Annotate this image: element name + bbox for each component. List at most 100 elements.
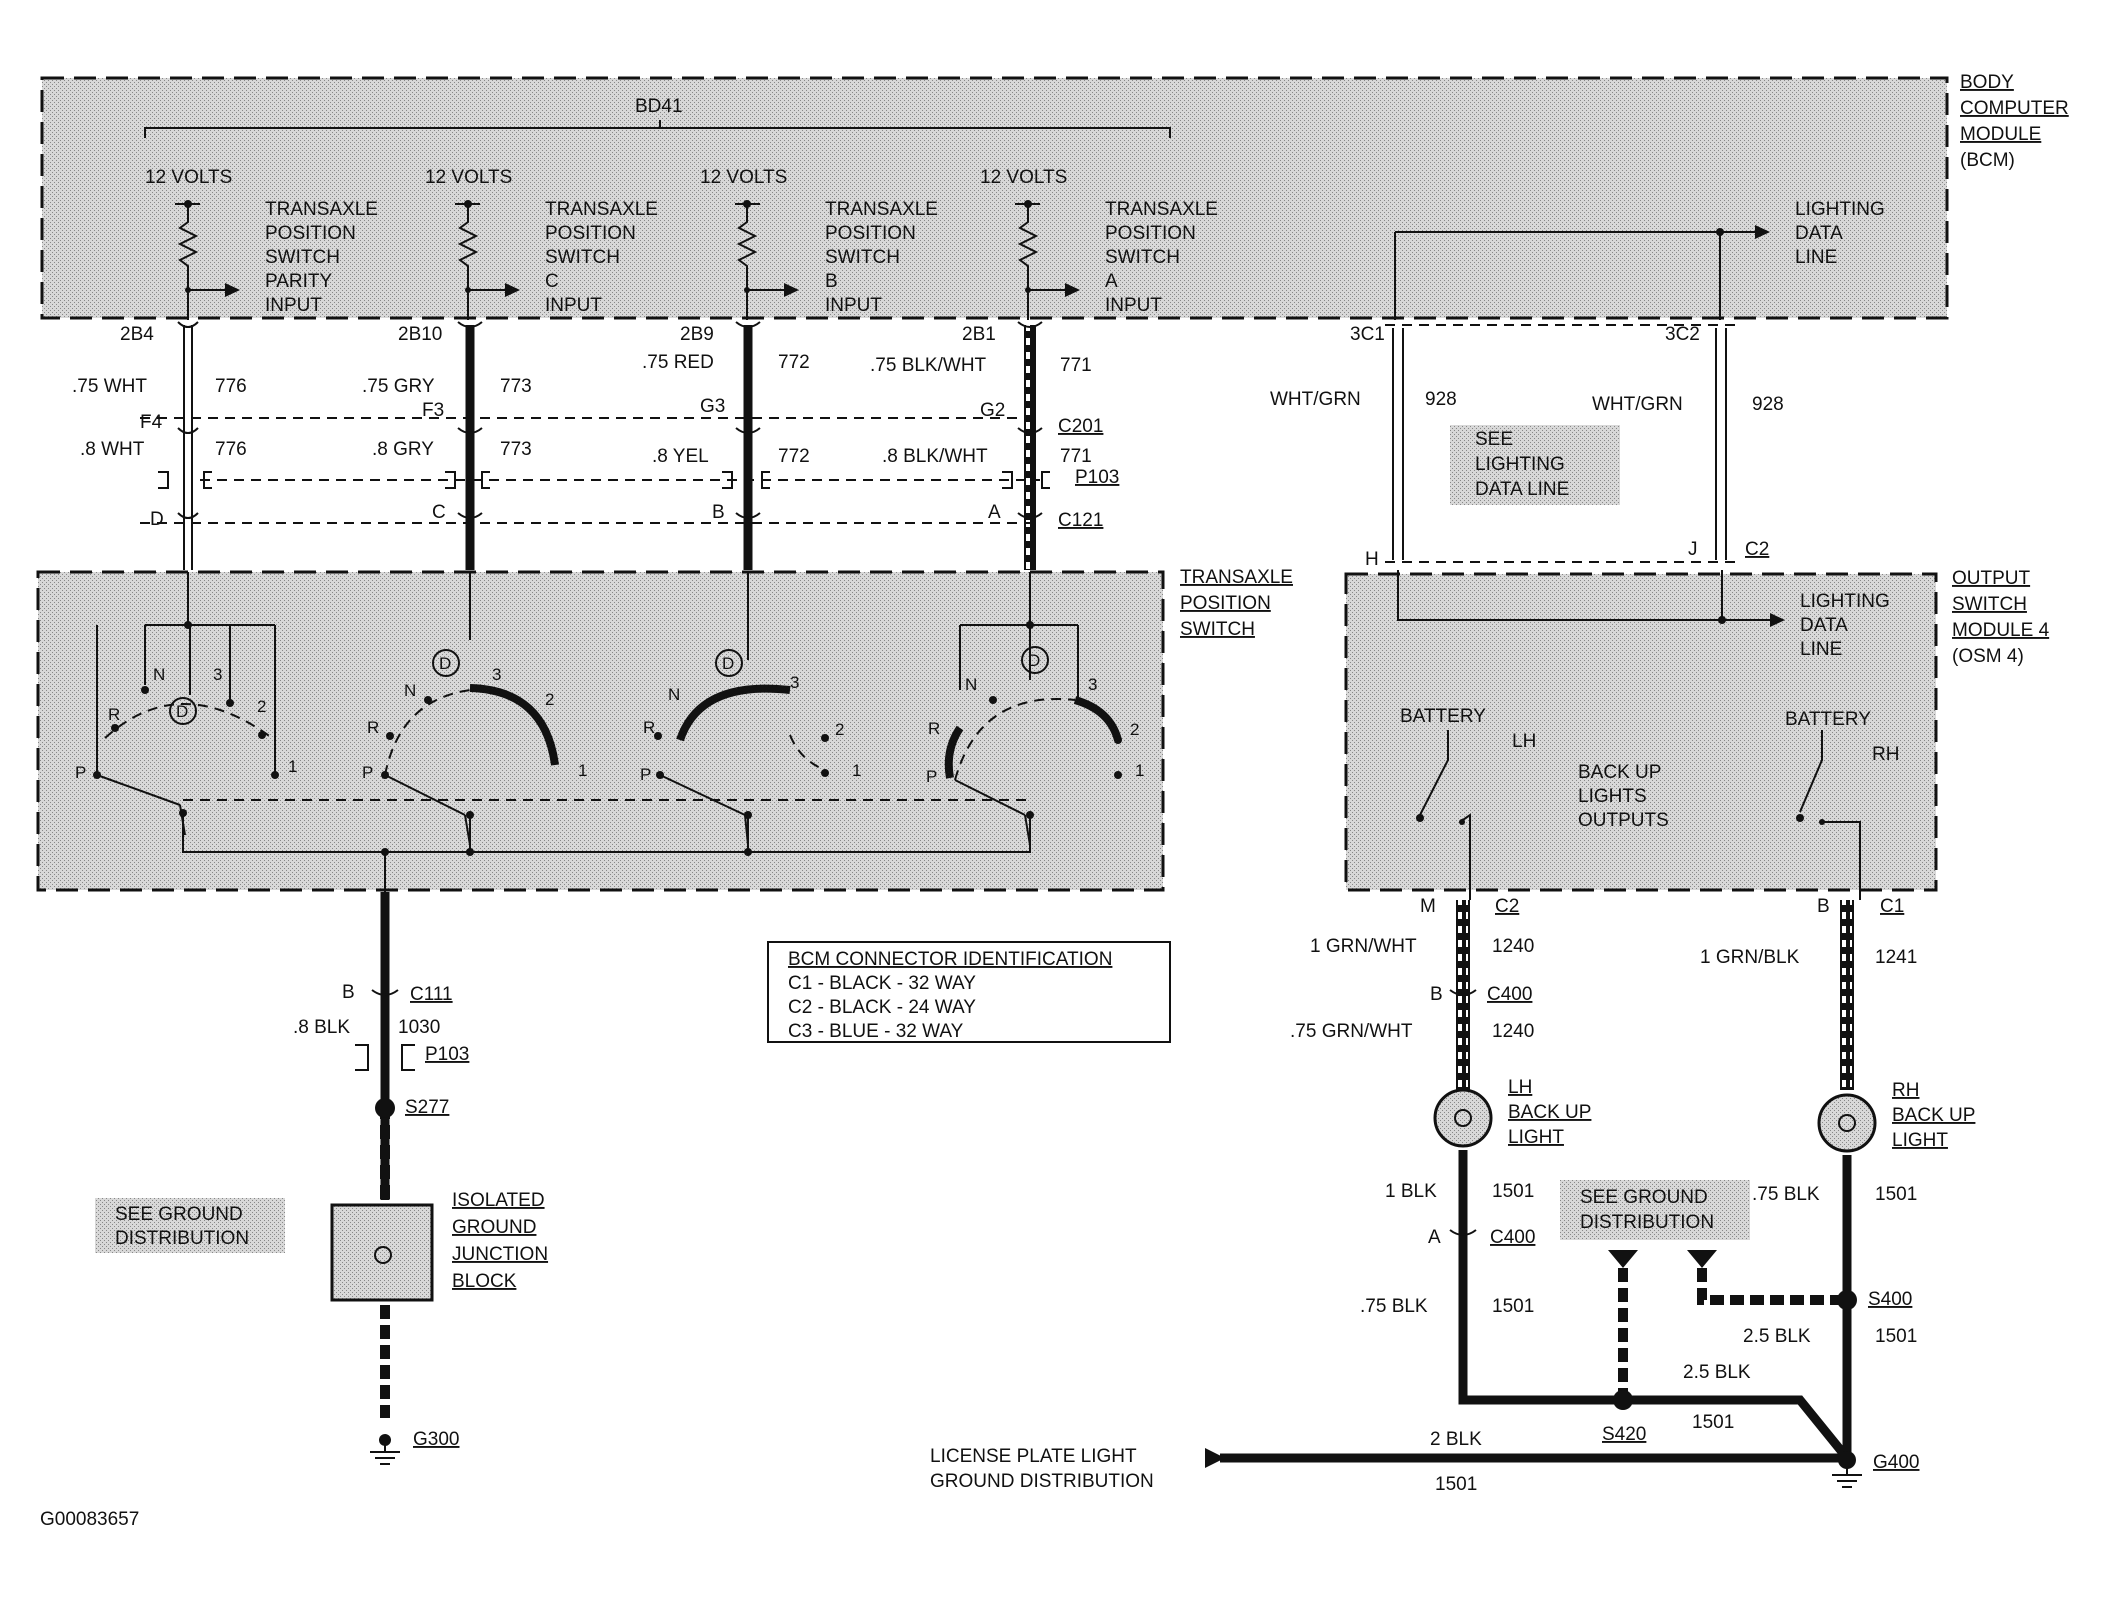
svg-text:SWITCH: SWITCH xyxy=(1105,247,1180,268)
svg-text:772: 772 xyxy=(778,446,810,467)
svg-text:JUNCTION: JUNCTION xyxy=(452,1244,548,1265)
svg-text:.8 BLK: .8 BLK xyxy=(293,1017,350,1038)
svg-text:BATTERY: BATTERY xyxy=(1400,706,1486,727)
svg-text:BACK UP: BACK UP xyxy=(1508,1102,1591,1123)
svg-text:1241: 1241 xyxy=(1875,947,1917,968)
svg-text:C2: C2 xyxy=(1495,896,1519,917)
svg-text:C1 - BLACK - 32 WAY: C1 - BLACK - 32 WAY xyxy=(788,973,976,994)
svg-text:GROUND: GROUND xyxy=(452,1217,536,1238)
svg-text:LH: LH xyxy=(1508,1077,1532,1098)
svg-text:BLOCK: BLOCK xyxy=(452,1271,517,1292)
svg-text:D: D xyxy=(722,654,734,673)
svg-text:RH: RH xyxy=(1872,744,1899,765)
svg-text:776: 776 xyxy=(215,439,247,460)
svg-text:G400: G400 xyxy=(1873,1452,1919,1473)
svg-text:LIGHT: LIGHT xyxy=(1508,1127,1564,1148)
bcm-input-c: 12 VOLTS TRANSAXLE POSITION SWITCH C INP… xyxy=(398,167,658,345)
svg-text:F4: F4 xyxy=(140,412,163,433)
bd41-label: BD41 xyxy=(635,96,683,117)
svg-text:TRANSAXLE: TRANSAXLE xyxy=(825,199,938,220)
connector-lines: C201 P103 C121 xyxy=(140,416,1119,531)
svg-text:SWITCH: SWITCH xyxy=(1180,619,1255,640)
svg-text:D: D xyxy=(1028,651,1040,670)
svg-text:(OSM 4): (OSM 4) xyxy=(1952,646,2024,667)
bcm-connector-id-table: BCM CONNECTOR IDENTIFICATION C1 - BLACK … xyxy=(767,941,1171,1043)
c121-label: C121 xyxy=(1058,510,1103,531)
svg-text:INPUT: INPUT xyxy=(825,295,882,316)
svg-text:R: R xyxy=(108,705,120,724)
svg-text:1030: 1030 xyxy=(398,1017,440,1038)
svg-text:LIGHTING: LIGHTING xyxy=(1800,591,1890,612)
p103-label: P103 xyxy=(1075,467,1119,488)
svg-text:OUTPUTS: OUTPUTS xyxy=(1578,810,1669,831)
svg-text:SWITCH: SWITCH xyxy=(825,247,900,268)
svg-text:H: H xyxy=(1365,549,1379,570)
svg-text:1: 1 xyxy=(578,761,587,780)
svg-text:1 GRN/WHT: 1 GRN/WHT xyxy=(1310,936,1417,957)
svg-text:S277: S277 xyxy=(405,1097,449,1118)
svg-text:3: 3 xyxy=(492,665,501,684)
svg-text:POSITION: POSITION xyxy=(1180,593,1271,614)
data-line-928: WHT/GRN 928 WHT/GRN 928 SEE LIGHTING DAT… xyxy=(1270,324,1784,570)
svg-text:BODY: BODY xyxy=(1960,72,2014,93)
svg-text:1: 1 xyxy=(288,757,297,776)
svg-text:P: P xyxy=(75,763,86,782)
svg-text:2.5 BLK: 2.5 BLK xyxy=(1683,1362,1751,1383)
svg-text:SWITCH: SWITCH xyxy=(1952,594,2027,615)
svg-text:GROUND DISTRIBUTION: GROUND DISTRIBUTION xyxy=(930,1471,1154,1492)
svg-text:INPUT: INPUT xyxy=(1105,295,1162,316)
bcm-input-parity: 12 VOLTS TRANSAXLE POSITION SWITCH PARIT… xyxy=(120,167,378,345)
svg-text:LIGHTS: LIGHTS xyxy=(1578,786,1647,807)
svg-text:POSITION: POSITION xyxy=(1105,223,1196,244)
svg-text:3: 3 xyxy=(213,665,222,684)
svg-text:BACK UP: BACK UP xyxy=(1892,1105,1975,1126)
svg-text:1501: 1501 xyxy=(1492,1181,1534,1202)
svg-text:WHT/GRN: WHT/GRN xyxy=(1270,389,1361,410)
svg-text:D: D xyxy=(150,509,164,530)
svg-text:POSITION: POSITION xyxy=(545,223,636,244)
bcm-input-b: 12 VOLTS TRANSAXLE POSITION SWITCH B INP… xyxy=(680,167,938,345)
svg-text:776: 776 xyxy=(215,376,247,397)
svg-text:772: 772 xyxy=(778,352,810,373)
svg-text:12 VOLTS: 12 VOLTS xyxy=(700,167,787,188)
figure-id: G00083657 xyxy=(40,1509,139,1530)
svg-text:C111: C111 xyxy=(410,984,453,1005)
svg-text:LINE: LINE xyxy=(1795,247,1837,268)
svg-text:RH: RH xyxy=(1892,1080,1919,1101)
svg-text:N: N xyxy=(153,665,165,684)
svg-text:1: 1 xyxy=(1135,761,1144,780)
svg-text:SWITCH: SWITCH xyxy=(265,247,340,268)
bcm-module: BODY COMPUTER MODULE (BCM) BD41 12 VOLTS… xyxy=(40,72,2069,345)
svg-text:2: 2 xyxy=(835,720,844,739)
svg-text:COMPUTER: COMPUTER xyxy=(1960,98,2069,119)
svg-text:DISTRIBUTION: DISTRIBUTION xyxy=(1580,1212,1714,1233)
svg-text:.8 YEL: .8 YEL xyxy=(652,446,709,467)
svg-text:LIGHTING: LIGHTING xyxy=(1795,199,1885,220)
svg-text:P: P xyxy=(640,765,651,784)
svg-text:C: C xyxy=(432,502,446,523)
svg-text:P: P xyxy=(362,763,373,782)
svg-text:TRANSAXLE: TRANSAXLE xyxy=(1105,199,1218,220)
svg-text:R: R xyxy=(367,718,379,737)
svg-text:1: 1 xyxy=(852,761,861,780)
svg-text:POSITION: POSITION xyxy=(825,223,916,244)
svg-text:DATA: DATA xyxy=(1800,615,1848,636)
svg-text:SEE: SEE xyxy=(1475,429,1513,450)
svg-text:771: 771 xyxy=(1060,355,1092,376)
svg-text:TRANSAXLE: TRANSAXLE xyxy=(1180,567,1293,588)
svg-text:J: J xyxy=(1688,539,1698,560)
svg-text:DISTRIBUTION: DISTRIBUTION xyxy=(115,1228,249,1249)
svg-text:C2 - BLACK - 24 WAY: C2 - BLACK - 24 WAY xyxy=(788,997,976,1018)
svg-text:771: 771 xyxy=(1060,446,1092,467)
svg-text:1240: 1240 xyxy=(1492,936,1534,957)
svg-text:1501: 1501 xyxy=(1492,1296,1534,1317)
svg-text:3: 3 xyxy=(790,673,799,692)
svg-text:1240: 1240 xyxy=(1492,1021,1534,1042)
svg-text:G300: G300 xyxy=(413,1429,459,1450)
backup-lights-circuit: 1 GRN/WHT 1240 B C400 .75 GRN/WHT 1240 L… xyxy=(930,900,1975,1495)
wire-773: .75 GRY 773 F3 .8 GRY 773 C xyxy=(362,321,532,570)
svg-text:N: N xyxy=(668,685,680,704)
svg-text:C400: C400 xyxy=(1490,1227,1535,1248)
svg-text:D: D xyxy=(439,654,451,673)
